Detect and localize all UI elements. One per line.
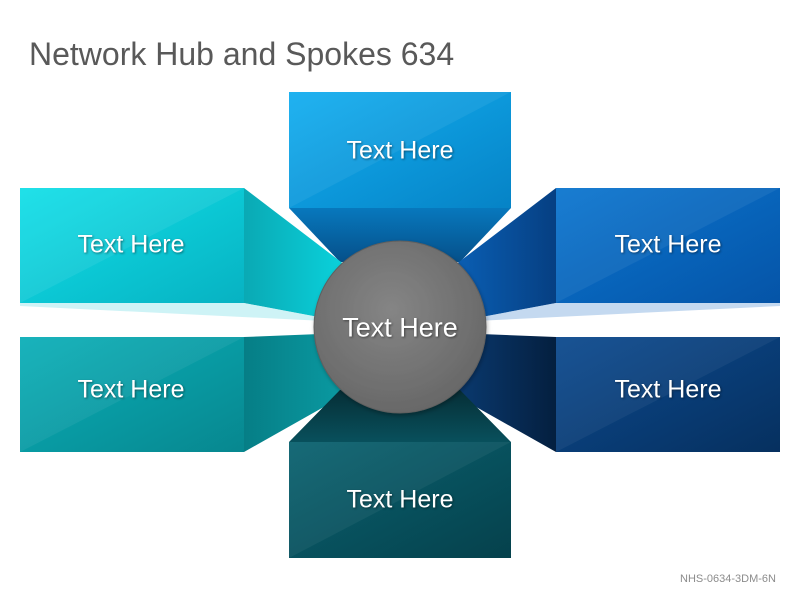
spoke-bottom-box bbox=[289, 442, 511, 558]
spoke-upper-left-edge bbox=[20, 303, 345, 322]
spoke-bottom-label: Text Here bbox=[346, 485, 454, 514]
spoke-lower-right-connector bbox=[455, 333, 556, 452]
footer-code: NHS-0634-3DM-6N bbox=[680, 573, 776, 585]
spoke-upper-left-label: Text Here bbox=[77, 230, 185, 259]
spoke-lower-left-sheen bbox=[20, 337, 244, 452]
spoke-top-label: Text Here bbox=[346, 136, 454, 165]
spoke-lower-left-box bbox=[20, 337, 244, 452]
spoke-upper-left-sheen bbox=[20, 188, 244, 303]
spoke-upper-right-edge bbox=[455, 303, 780, 322]
spoke-upper-right-sheen bbox=[556, 188, 780, 303]
hub-circle bbox=[313, 240, 487, 414]
spoke-bottom-connector bbox=[289, 390, 511, 442]
hub-label: Text Here bbox=[342, 312, 458, 343]
spoke-top-connector bbox=[289, 208, 511, 262]
spoke-lower-right-label: Text Here bbox=[614, 375, 722, 404]
spoke-lower-left-label: Text Here bbox=[77, 375, 185, 404]
spoke-upper-right-box bbox=[556, 188, 780, 303]
spoke-upper-left-box bbox=[20, 188, 244, 303]
spoke-lower-right-box bbox=[556, 337, 780, 452]
spoke-lower-right-sheen bbox=[556, 337, 780, 452]
spoke-upper-right-label: Text Here bbox=[614, 230, 722, 259]
spoke-upper-left-connector bbox=[244, 188, 345, 322]
spoke-upper-right-connector bbox=[455, 188, 556, 322]
spoke-bottom-sheen bbox=[289, 442, 511, 558]
spoke-top-sheen bbox=[289, 92, 511, 208]
spoke-lower-left-connector bbox=[244, 333, 345, 452]
page-title: Network Hub and Spokes 634 bbox=[29, 36, 455, 72]
spoke-top-box bbox=[289, 92, 511, 208]
